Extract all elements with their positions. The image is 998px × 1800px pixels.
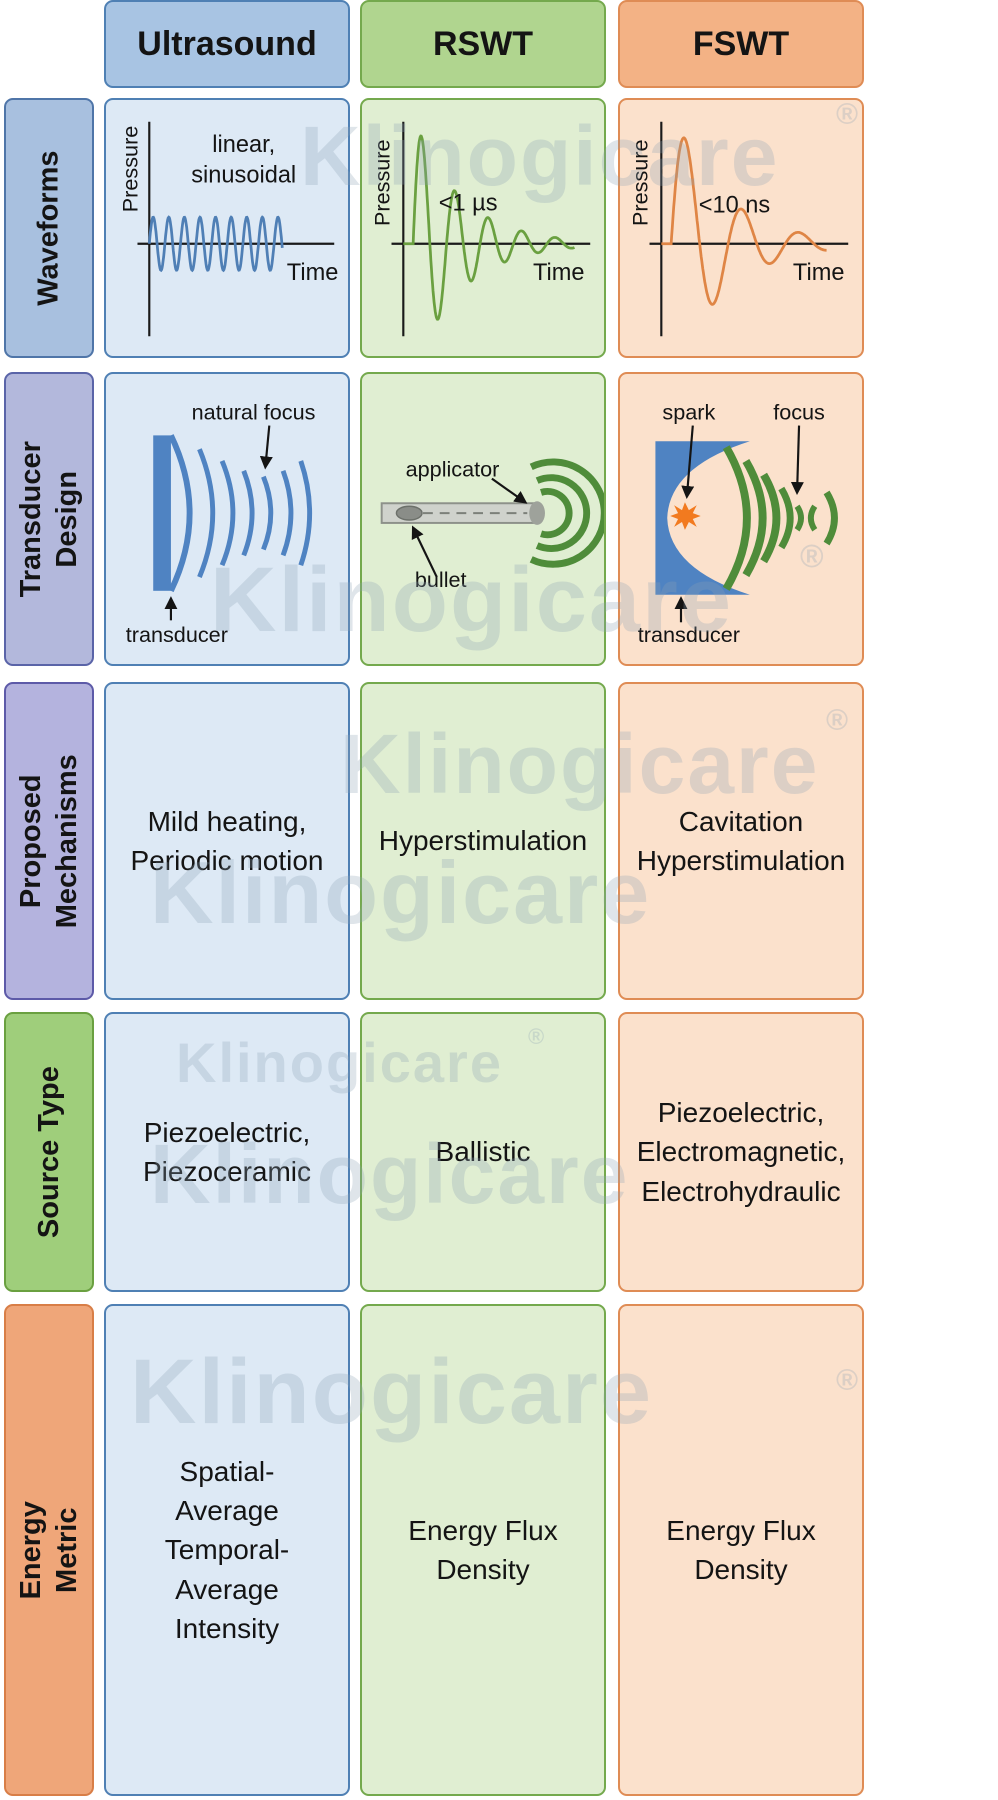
converging-wavefront	[722, 445, 751, 591]
spark-icon	[670, 502, 701, 530]
waveform-rswt-cell: Pressure Time <1 µs	[360, 98, 606, 358]
energy-metric-text: Energy Flux Density	[408, 1514, 558, 1585]
time-axis-label: Time	[533, 260, 585, 286]
rswt-applicator-diagram: applicator bullet	[380, 457, 604, 592]
converging-wavefront	[778, 486, 794, 550]
natural-focus-label: natural focus	[192, 400, 316, 425]
waveform-note-line: sinusoidal	[191, 163, 296, 189]
arrow-icon	[681, 425, 695, 499]
pulse-duration-note: <10 ns	[699, 192, 771, 218]
ultrasound-waveform-plot: Pressure Time linear, sinusoidal	[117, 121, 339, 337]
time-axis-label: Time	[287, 260, 339, 286]
converging-wavefront	[760, 472, 781, 564]
pressure-axis-label: Pressure	[370, 139, 395, 226]
wavefront	[241, 469, 255, 557]
pressure-axis-label: Pressure	[628, 139, 653, 226]
focus-wavefront	[794, 504, 804, 532]
rswt-waveform-plot: Pressure Time <1 µs	[370, 121, 591, 337]
column-header-rswt: RSWT	[360, 0, 606, 88]
row-label-text: Design	[51, 470, 83, 568]
reflector-transducer	[655, 441, 750, 595]
source-type-text: Piezoelectric, Electromagnetic, Electroh…	[636, 1097, 846, 1207]
source-type-text: Piezoelectric, Piezoceramic	[142, 1116, 312, 1187]
column-header-label: RSWT	[432, 24, 534, 63]
arrow-icon	[411, 525, 438, 578]
waveform-fswt-cell: Pressure Time <10 ns	[618, 98, 864, 358]
row-label-text: Transducer	[14, 440, 47, 598]
column-header-label: FSWT	[692, 24, 790, 63]
energy-metric-text: Energy Flux Density	[666, 1514, 816, 1585]
transducer-ultrasound-cell: natural focus transducer	[104, 372, 350, 666]
flat-transducer-element	[153, 435, 171, 591]
energy-ultrasound-cell: Spatial- Average Temporal- Average Inten…	[104, 1304, 350, 1796]
row-label-source-type: Source Type	[4, 1012, 94, 1292]
pulse-duration-note: <1 µs	[439, 190, 498, 216]
focus-wavefront	[807, 504, 818, 532]
waveform-ultrasound-cell: Pressure Time linear, sinusoidal	[104, 98, 350, 358]
row-label-text: Proposed	[14, 774, 47, 908]
wave-ring	[540, 488, 573, 539]
mechanism-ultrasound-cell: Mild heating, Periodic motion	[104, 682, 350, 1000]
wave-ring	[529, 458, 604, 568]
energy-rswt-cell: Energy Flux Density	[360, 1304, 606, 1796]
sinusoidal-waveform	[147, 215, 284, 273]
row-label-text: Mechanisms	[51, 753, 84, 929]
arrow-icon	[259, 425, 273, 470]
source-fswt-cell: Piezoelectric, Electromagnetic, Electroh…	[618, 1012, 864, 1292]
source-ultrasound-cell: Piezoelectric, Piezoceramic	[104, 1012, 350, 1292]
wavefront	[219, 460, 236, 567]
transducer-fswt-cell: spark focus transducer	[618, 372, 864, 666]
energy-fswt-cell: Energy Flux Density	[618, 1304, 864, 1796]
column-header-label: Ultrasound	[137, 24, 317, 63]
mechanism-rswt-cell: Hyperstimulation	[360, 682, 606, 1000]
ultrasound-transducer-diagram: natural focus transducer	[126, 400, 316, 647]
applicator-tip	[529, 501, 545, 525]
bullet-label: bullet	[415, 567, 467, 592]
transducer-label: transducer	[638, 622, 740, 647]
energy-metric-text: Spatial- Average Temporal- Average Inten…	[164, 1456, 290, 1644]
diverging-wavefront	[823, 490, 838, 546]
arrow-icon	[790, 425, 804, 496]
arrow-icon	[491, 477, 528, 504]
source-type-text: Ballistic	[435, 1136, 531, 1168]
applicator-label: applicator	[406, 457, 500, 482]
mechanism-text: Hyperstimulation	[378, 825, 588, 857]
transducer-rswt-cell: applicator bullet	[360, 372, 606, 666]
source-rswt-cell: Ballistic	[360, 1012, 606, 1292]
row-label-text: Energy	[14, 1500, 47, 1600]
fswt-waveform-plot: Pressure Time <10 ns	[628, 121, 849, 337]
fswt-focused-transducer-diagram: spark focus transducer	[638, 400, 838, 647]
wavefront	[298, 460, 313, 567]
row-label-text: Source Type	[32, 1066, 65, 1238]
mechanism-text: Cavitation Hyperstimulation	[636, 805, 846, 876]
column-header-fswt: FSWT	[618, 0, 864, 88]
converging-wavefront	[742, 458, 767, 578]
spark-label: spark	[662, 400, 715, 425]
row-label-text: Metric	[51, 1507, 84, 1593]
pressure-axis-label: Pressure	[117, 126, 142, 213]
wavefront	[280, 469, 294, 557]
focus-label: focus	[773, 400, 825, 425]
time-axis-label: Time	[793, 260, 845, 286]
column-header-ultrasound: Ultrasound	[104, 0, 350, 88]
transducer-face	[168, 434, 193, 593]
wavefront	[261, 475, 274, 551]
wave-ring	[535, 474, 591, 552]
bullet-icon	[395, 505, 423, 521]
row-label-waveforms: Waveforms	[4, 98, 94, 358]
transducer-label: transducer	[126, 622, 228, 647]
row-label-text: Waveforms	[32, 150, 65, 306]
mechanism-fswt-cell: Cavitation Hyperstimulation	[618, 682, 864, 1000]
waveform-note-line: linear,	[212, 132, 275, 158]
wavefront	[197, 448, 216, 578]
pulse-waveform	[403, 134, 575, 321]
mechanism-text: Mild heating, Periodic motion	[130, 805, 324, 876]
pulse-waveform	[661, 136, 827, 306]
